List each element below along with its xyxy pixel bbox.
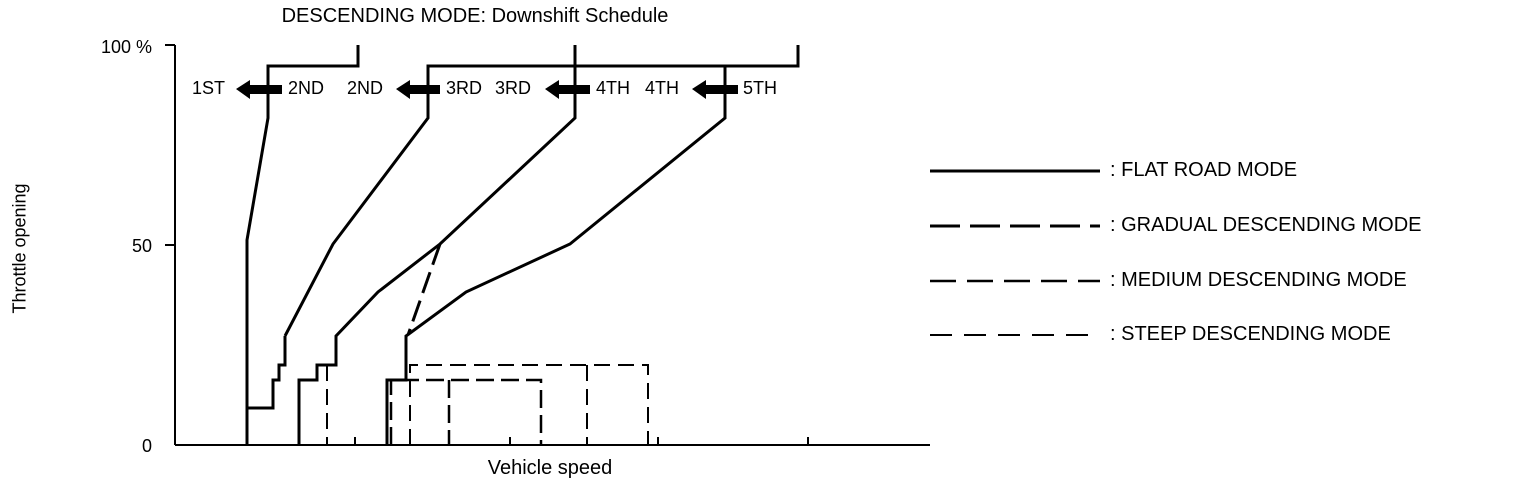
flat-2to1-line <box>245 336 287 445</box>
arrow-2to1 <box>236 80 282 99</box>
gradual-descending-lines <box>406 243 442 336</box>
gear-label-5th: 5TH <box>743 78 778 98</box>
legend-steep-label: : STEEP DESCENDING MODE <box>1110 323 1391 345</box>
gear-label-3rd-b: 3RD <box>495 78 532 98</box>
flat-4to3-line <box>385 45 800 445</box>
flat-3to2-line <box>297 64 725 445</box>
medium-descending-lines <box>389 378 543 445</box>
y-tick-100: 100 % <box>100 37 152 57</box>
gear-label-4th-b: 4TH <box>645 78 680 98</box>
medium-line-1 <box>389 378 543 445</box>
gradual-line-1 <box>406 243 442 336</box>
arrow-5to4 <box>692 80 738 99</box>
flat-2to1-upper <box>245 45 360 408</box>
gear-label-2nd-a: 2ND <box>288 78 325 98</box>
legend-gradual-label: : GRADUAL DESCENDING MODE <box>1110 214 1422 236</box>
arrow-3to2 <box>396 80 440 99</box>
diagram-title: DESCENDING MODE: Downshift Schedule <box>281 5 669 27</box>
gear-label-1st: 1ST <box>192 78 226 98</box>
steep-descending-lines <box>326 364 649 445</box>
y-tick-0: 0 <box>141 436 152 456</box>
x-axis-label: Vehicle speed <box>487 457 613 479</box>
downshift-arrows <box>236 80 738 99</box>
gear-label-3rd-a: 3RD <box>446 78 483 98</box>
gear-label-2nd-b: 2ND <box>347 78 384 98</box>
legend-swatches <box>930 169 1100 336</box>
axes <box>165 44 930 446</box>
y-tick-50: 50 <box>131 236 152 256</box>
legend-flat-road-label: : FLAT ROAD MODE <box>1110 159 1298 181</box>
gear-label-4th-a: 4TH <box>596 78 631 98</box>
legend-medium-label: : MEDIUM DESCENDING MODE <box>1110 269 1407 291</box>
arrow-4to3 <box>545 80 590 99</box>
steep-line-2 <box>409 364 649 445</box>
flat-road-mode-lines <box>245 45 800 445</box>
